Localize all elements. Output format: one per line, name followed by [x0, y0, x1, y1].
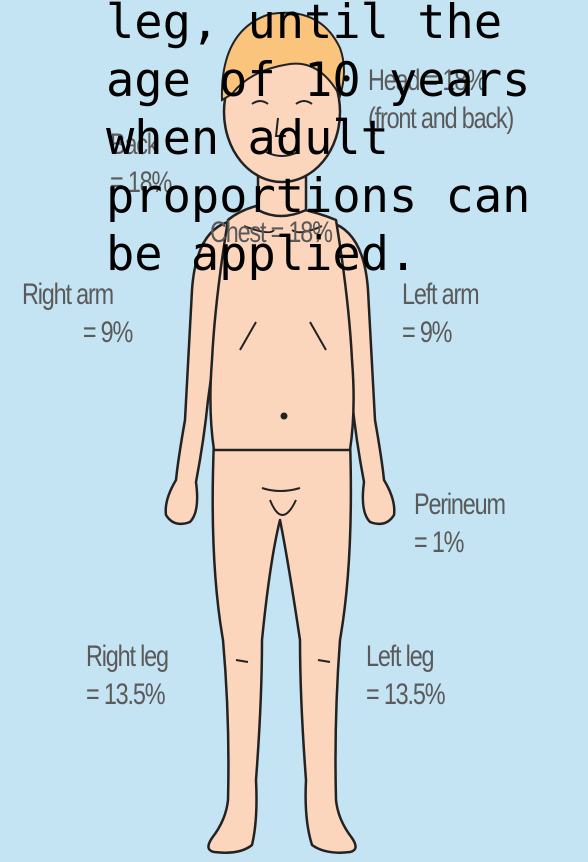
right-leg-label-line2: = 13.5%	[86, 676, 168, 714]
right-arm-label: Right arm = 9%	[22, 276, 132, 352]
right-leg-label-line1: Right leg	[86, 638, 168, 676]
perineum-label-line1: Perineum	[414, 486, 505, 524]
right-leg-label: Right leg = 13.5%	[86, 638, 168, 714]
left-arm-label: Left arm = 9%	[402, 276, 478, 352]
left-leg-label: Left leg = 13.5%	[366, 638, 444, 714]
left-leg-label-line2: = 13.5%	[366, 676, 444, 714]
left-leg-label-line1: Left leg	[366, 638, 444, 676]
right-arm-label-line2: = 9%	[22, 314, 132, 352]
perineum-label-line2: = 1%	[414, 524, 505, 562]
overlay-caption-text: leg, until the age of 10 years when adul…	[106, 0, 576, 284]
perineum-label: Perineum = 1%	[414, 486, 505, 562]
left-arm-label-line2: = 9%	[402, 314, 478, 352]
